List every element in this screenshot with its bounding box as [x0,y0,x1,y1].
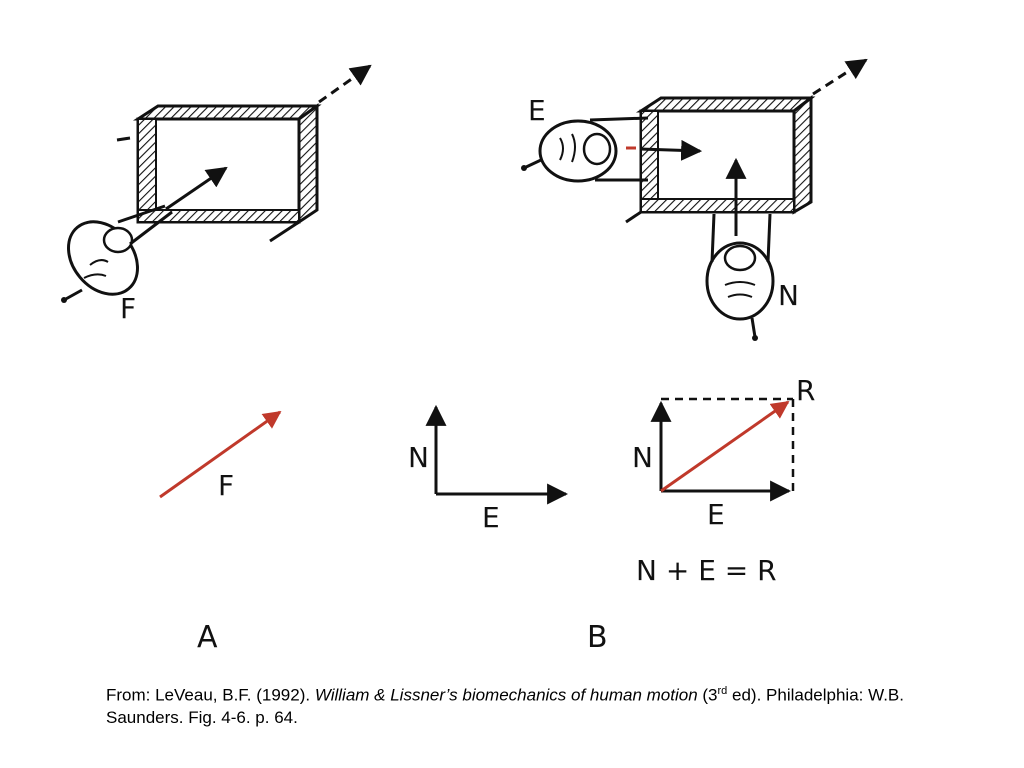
box-b [625,94,816,224]
force-arrow-e [639,139,703,161]
person-f-label: F [120,292,136,325]
citation-edition: (3 [697,685,718,705]
axis-e-label: E [482,501,500,534]
person-n-figure [705,213,775,341]
axis-n-label: N [408,441,429,474]
person-e-figure [521,116,649,183]
citation-edition-superscript: rd [717,685,728,697]
person-n-label: N [778,279,799,312]
vector-f-diagram: F [159,410,282,502]
vector-sum-equation: N + E = R [636,554,777,587]
resultant-r-label: R [796,374,815,407]
citation-prefix: From: LeVeau, B.F. (1992). [106,685,315,705]
panel-b-illustration: E N [521,58,868,341]
motion-arrow-a [318,64,372,104]
vector-f-arrow [159,410,282,499]
source-citation: From: LeVeau, B.F. (1992). William & Lis… [106,680,966,729]
component-axes: N E [408,404,569,534]
vector-f-label: F [218,469,234,502]
resultant-e-label: E [707,498,725,531]
force-arrow-a [165,166,228,211]
person-f-figure [61,204,173,303]
person-e-label: E [528,94,546,127]
panel-b-label: B [587,620,608,655]
panel-a-illustration: F [61,64,372,325]
resultant-n-label: N [632,441,653,474]
citation-suffix: ed). Philadelphia: W.B. Saunders. Fig. 4… [106,685,904,727]
box-a [116,103,322,243]
resultant-r-arrow [660,400,790,493]
motion-arrow-b [812,58,868,96]
panel-a-label: A [197,620,218,655]
citation-book-title: William & Lissner’s biomechanics of huma… [314,685,698,705]
resultant-diagram: N E R N + E = R [632,374,815,587]
